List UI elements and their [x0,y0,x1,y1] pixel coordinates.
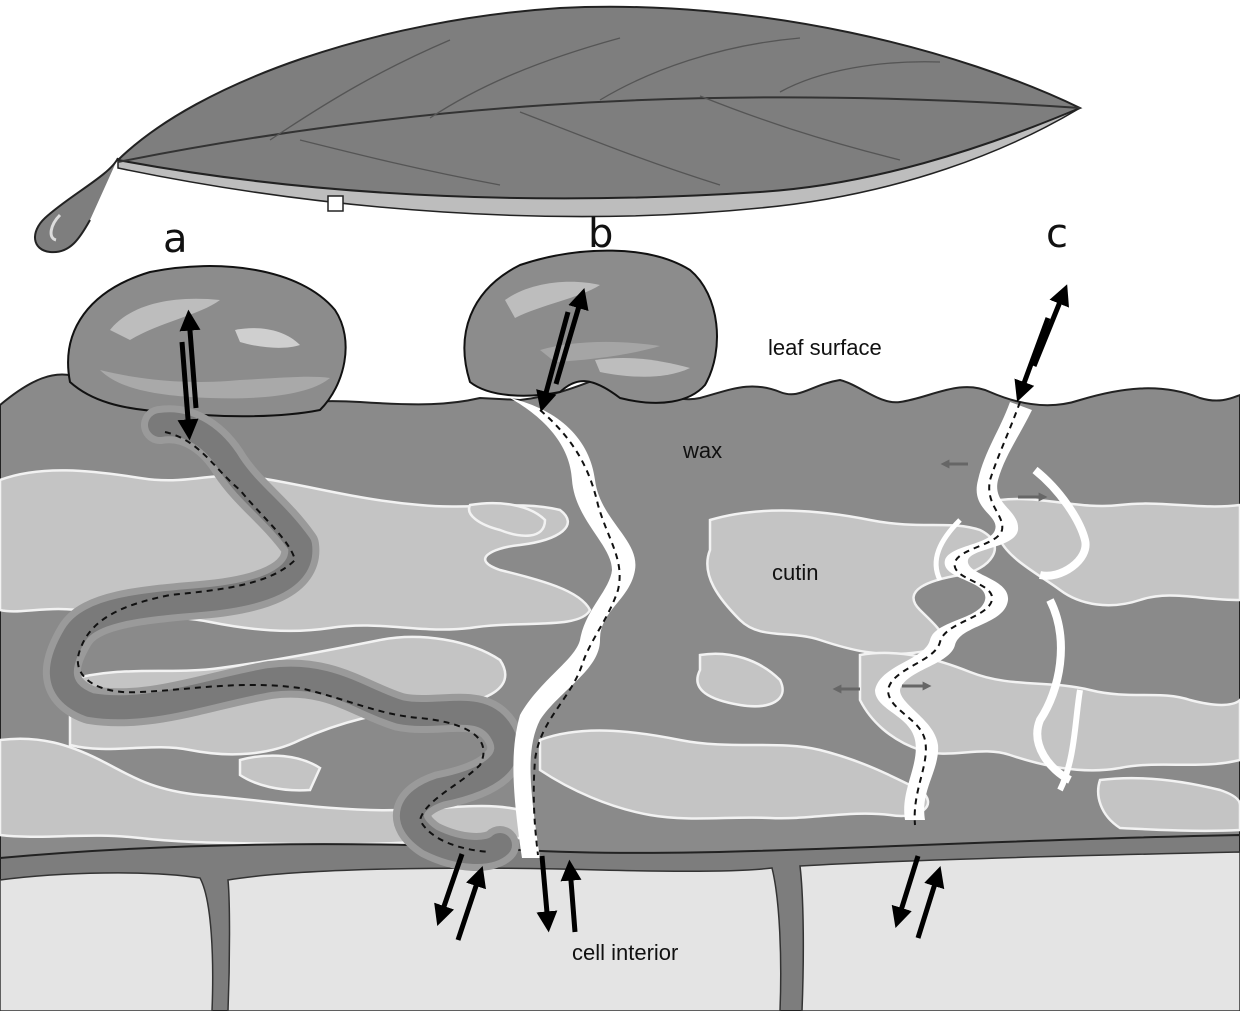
label-cutin: cutin [772,560,818,585]
droplet-b [463,249,718,404]
leaf-illustration [34,5,1083,254]
pathway-a [42,405,526,871]
cell-middle [227,867,782,1011]
cell-right [799,851,1240,1011]
droplet-a [67,265,347,418]
pathway-c [875,401,1090,826]
cell-left [0,872,214,1011]
label-leaf-surface: leaf surface [768,335,882,360]
cell-layer [0,833,1240,1011]
exchange-arrows [177,284,1069,941]
pathway-b [510,398,636,858]
label-a: a [163,216,188,262]
label-c: c [1046,211,1068,257]
label-b: b [588,211,613,257]
side-arrows-c [832,459,1048,694]
leaf-midrib [117,96,1081,163]
label-cell-interior: cell interior [572,940,678,965]
leaf-sample-marker [327,195,344,212]
label-wax: wax [682,438,722,463]
